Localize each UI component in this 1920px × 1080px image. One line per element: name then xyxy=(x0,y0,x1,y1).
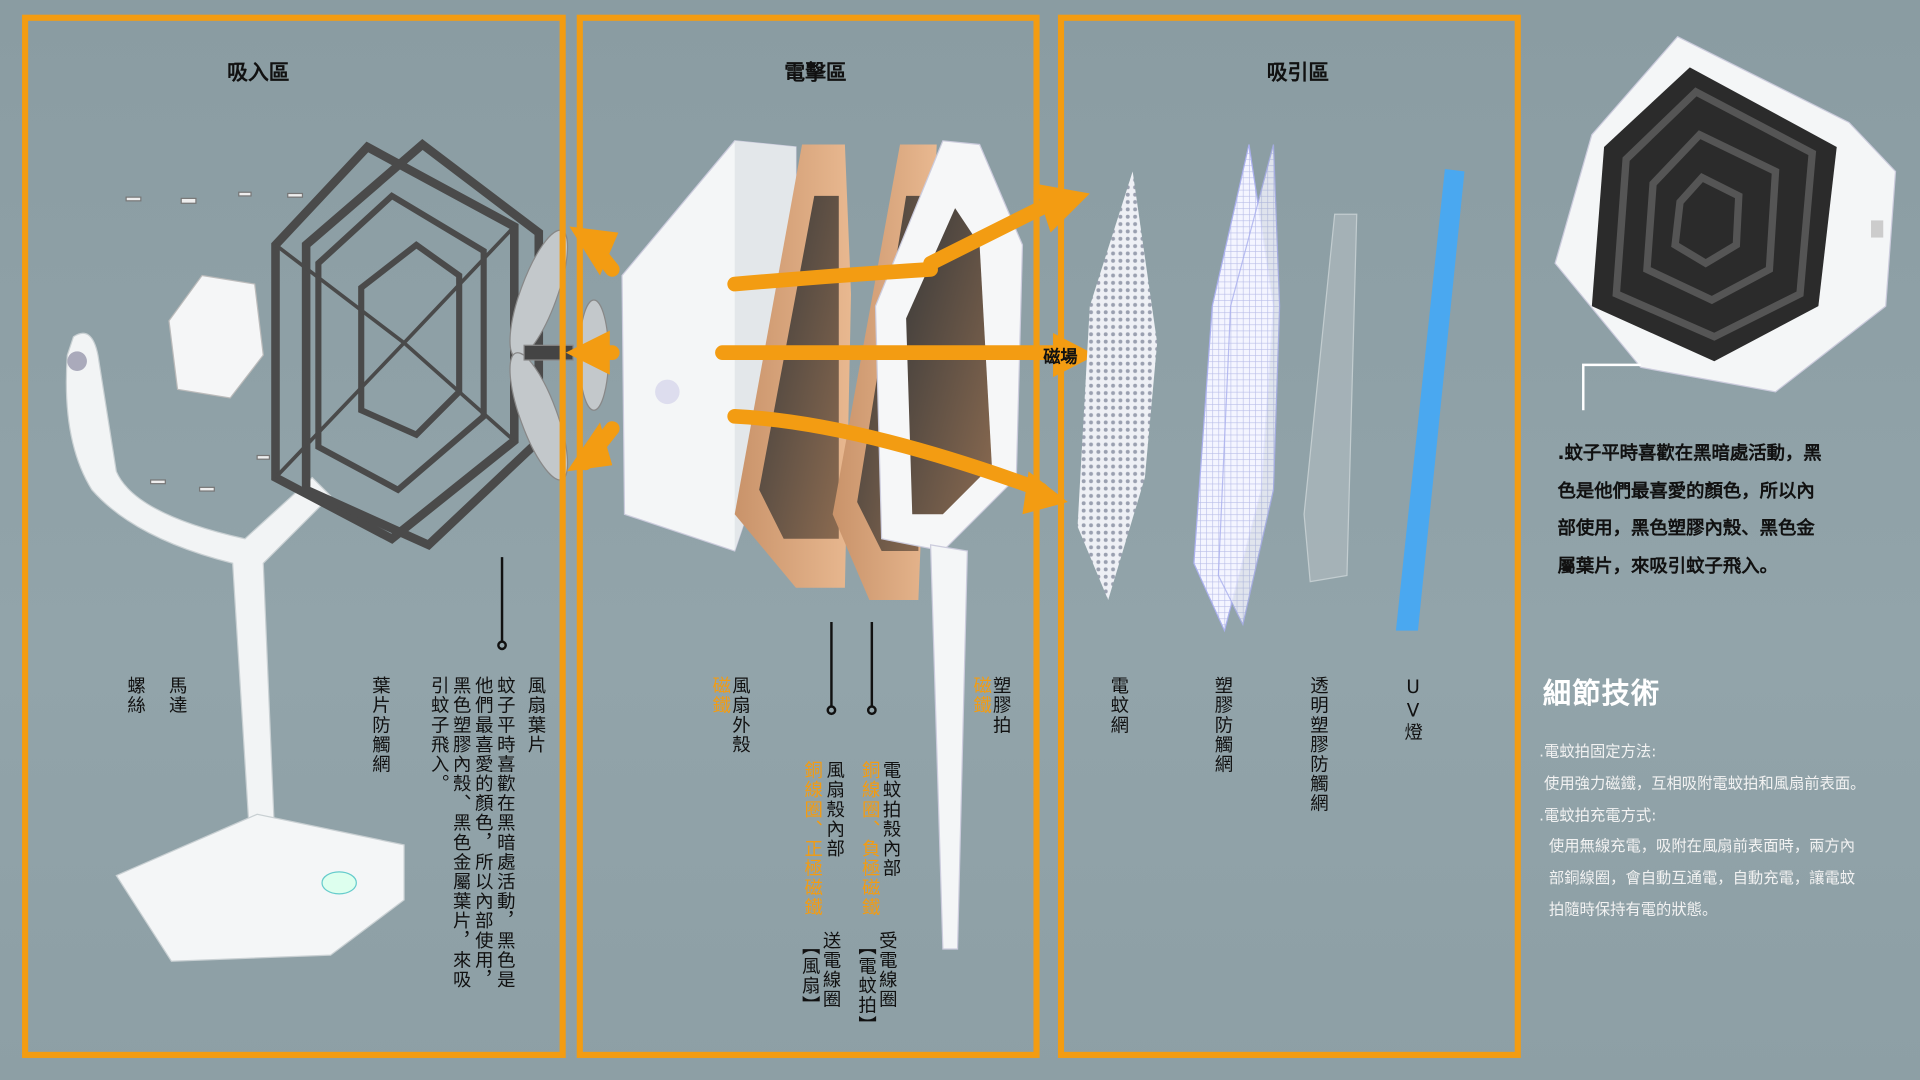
label-send-coil: 送電線圈 xyxy=(820,930,843,1009)
side-paragraph-line: 部使用，黑色塑膠內殼、黑色金 xyxy=(1557,516,1815,539)
screw-icon xyxy=(125,191,304,492)
section-title-attract: 吸引區 xyxy=(1266,61,1330,86)
details-line: 部銅線圈，會自動互通電，自動充電，讓電蚊 xyxy=(1539,868,1856,887)
label-screw: 螺絲 xyxy=(124,675,147,716)
label-plastic-guard: 塑膠防觸網 xyxy=(1212,675,1235,774)
electric-mesh-icon xyxy=(1077,171,1158,601)
label-receive-coil-note: 【電蚊拍】 xyxy=(855,936,878,1035)
section-title-intake: 吸入區 xyxy=(227,61,290,86)
side-paragraph-line: .蚊子平時喜歡在黑暗處活動，黑 xyxy=(1557,442,1822,465)
label-racket-inside: 電蚊拍殼內部 xyxy=(880,760,903,878)
label-electric-mesh: 電蚊網 xyxy=(1108,675,1131,735)
label-send-coil-note: 【風扇】 xyxy=(799,936,822,1016)
fan-blade-icon xyxy=(509,229,610,481)
label-racket-magnet: 磁鐵 xyxy=(971,675,994,716)
label-magnet: 磁鐵 xyxy=(710,675,733,716)
side-paragraph-line: 色是他們最喜愛的顏色，所以內 xyxy=(1557,479,1815,502)
intake-note-line: 蚊子平時喜歡在黑暗處活動，黑色是 xyxy=(494,675,517,990)
label-racket-inside-parts: 銅線圈、負極磁鐵 xyxy=(859,760,882,918)
label-fan-inside-parts: 銅線圈、正極磁鐵 xyxy=(802,760,825,918)
stand-icon xyxy=(65,332,405,962)
label-clear-guard: 透明塑膠防觸網 xyxy=(1307,675,1330,814)
plastic-guard-icon xyxy=(1193,144,1281,633)
details-list: .電蚊拍固定方法: 使用強力磁鐵，互相吸附電蚊拍和風扇前表面。 .電蚊拍充電方式… xyxy=(1539,736,1865,926)
section-title-shock: 電擊區 xyxy=(784,61,847,86)
label-plastic-racket: 塑膠拍 xyxy=(990,675,1013,735)
label-fan-blade: 風扇葉片 xyxy=(525,675,548,755)
uv-lamp-icon xyxy=(1395,168,1465,631)
details-line: .電蚊拍充電方式: xyxy=(1539,805,1657,824)
panel-shock xyxy=(576,14,1040,1058)
panel-attract xyxy=(1057,14,1521,1058)
details-line: .電蚊拍固定方法: xyxy=(1539,742,1657,761)
intake-note-line: 黑色塑膠內殼、黑色金屬葉片，來吸 xyxy=(450,675,473,990)
side-paragraph-line: 屬葉片，來吸引蚊子飛入。 xyxy=(1557,554,1778,577)
callout-lines xyxy=(497,557,877,716)
label-magnetic-field: 磁場 xyxy=(1043,347,1078,368)
motor-cover-icon xyxy=(168,274,264,399)
label-fan-inside: 風扇殼內部 xyxy=(824,760,847,859)
label-blade-guard: 葉片防觸網 xyxy=(369,675,392,774)
label-uv-lamp: UV燈 xyxy=(1402,675,1425,743)
label-motor: 馬達 xyxy=(166,675,189,716)
panel-intake xyxy=(22,14,566,1058)
label-fan-shell: 風扇外殼 xyxy=(729,675,752,755)
intake-note-line: 引蚊子飛入。 xyxy=(428,675,451,794)
product-render-icon xyxy=(1554,35,1897,411)
label-receive-coil: 受電線圈 xyxy=(876,930,899,1009)
side-paragraph: .蚊子平時喜歡在黑暗處活動，黑 色是他們最喜愛的顏色，所以內 部使用，黑色塑膠內… xyxy=(1558,435,1822,584)
details-title: 細節技術 xyxy=(1542,678,1661,711)
intake-note-line: 他們最喜愛的顏色，所以內部使用， xyxy=(472,675,495,990)
blade-guard-icon xyxy=(271,138,544,550)
details-line: 使用強力磁鐵，互相吸附電蚊拍和風扇前表面。 xyxy=(1539,773,1866,792)
details-line: 使用無線充電，吸附在風扇前表面時，兩方內 xyxy=(1539,836,1856,856)
clear-guard-icon xyxy=(1303,213,1358,583)
details-line: 拍隨時保持有電的狀態。 xyxy=(1539,899,1718,919)
